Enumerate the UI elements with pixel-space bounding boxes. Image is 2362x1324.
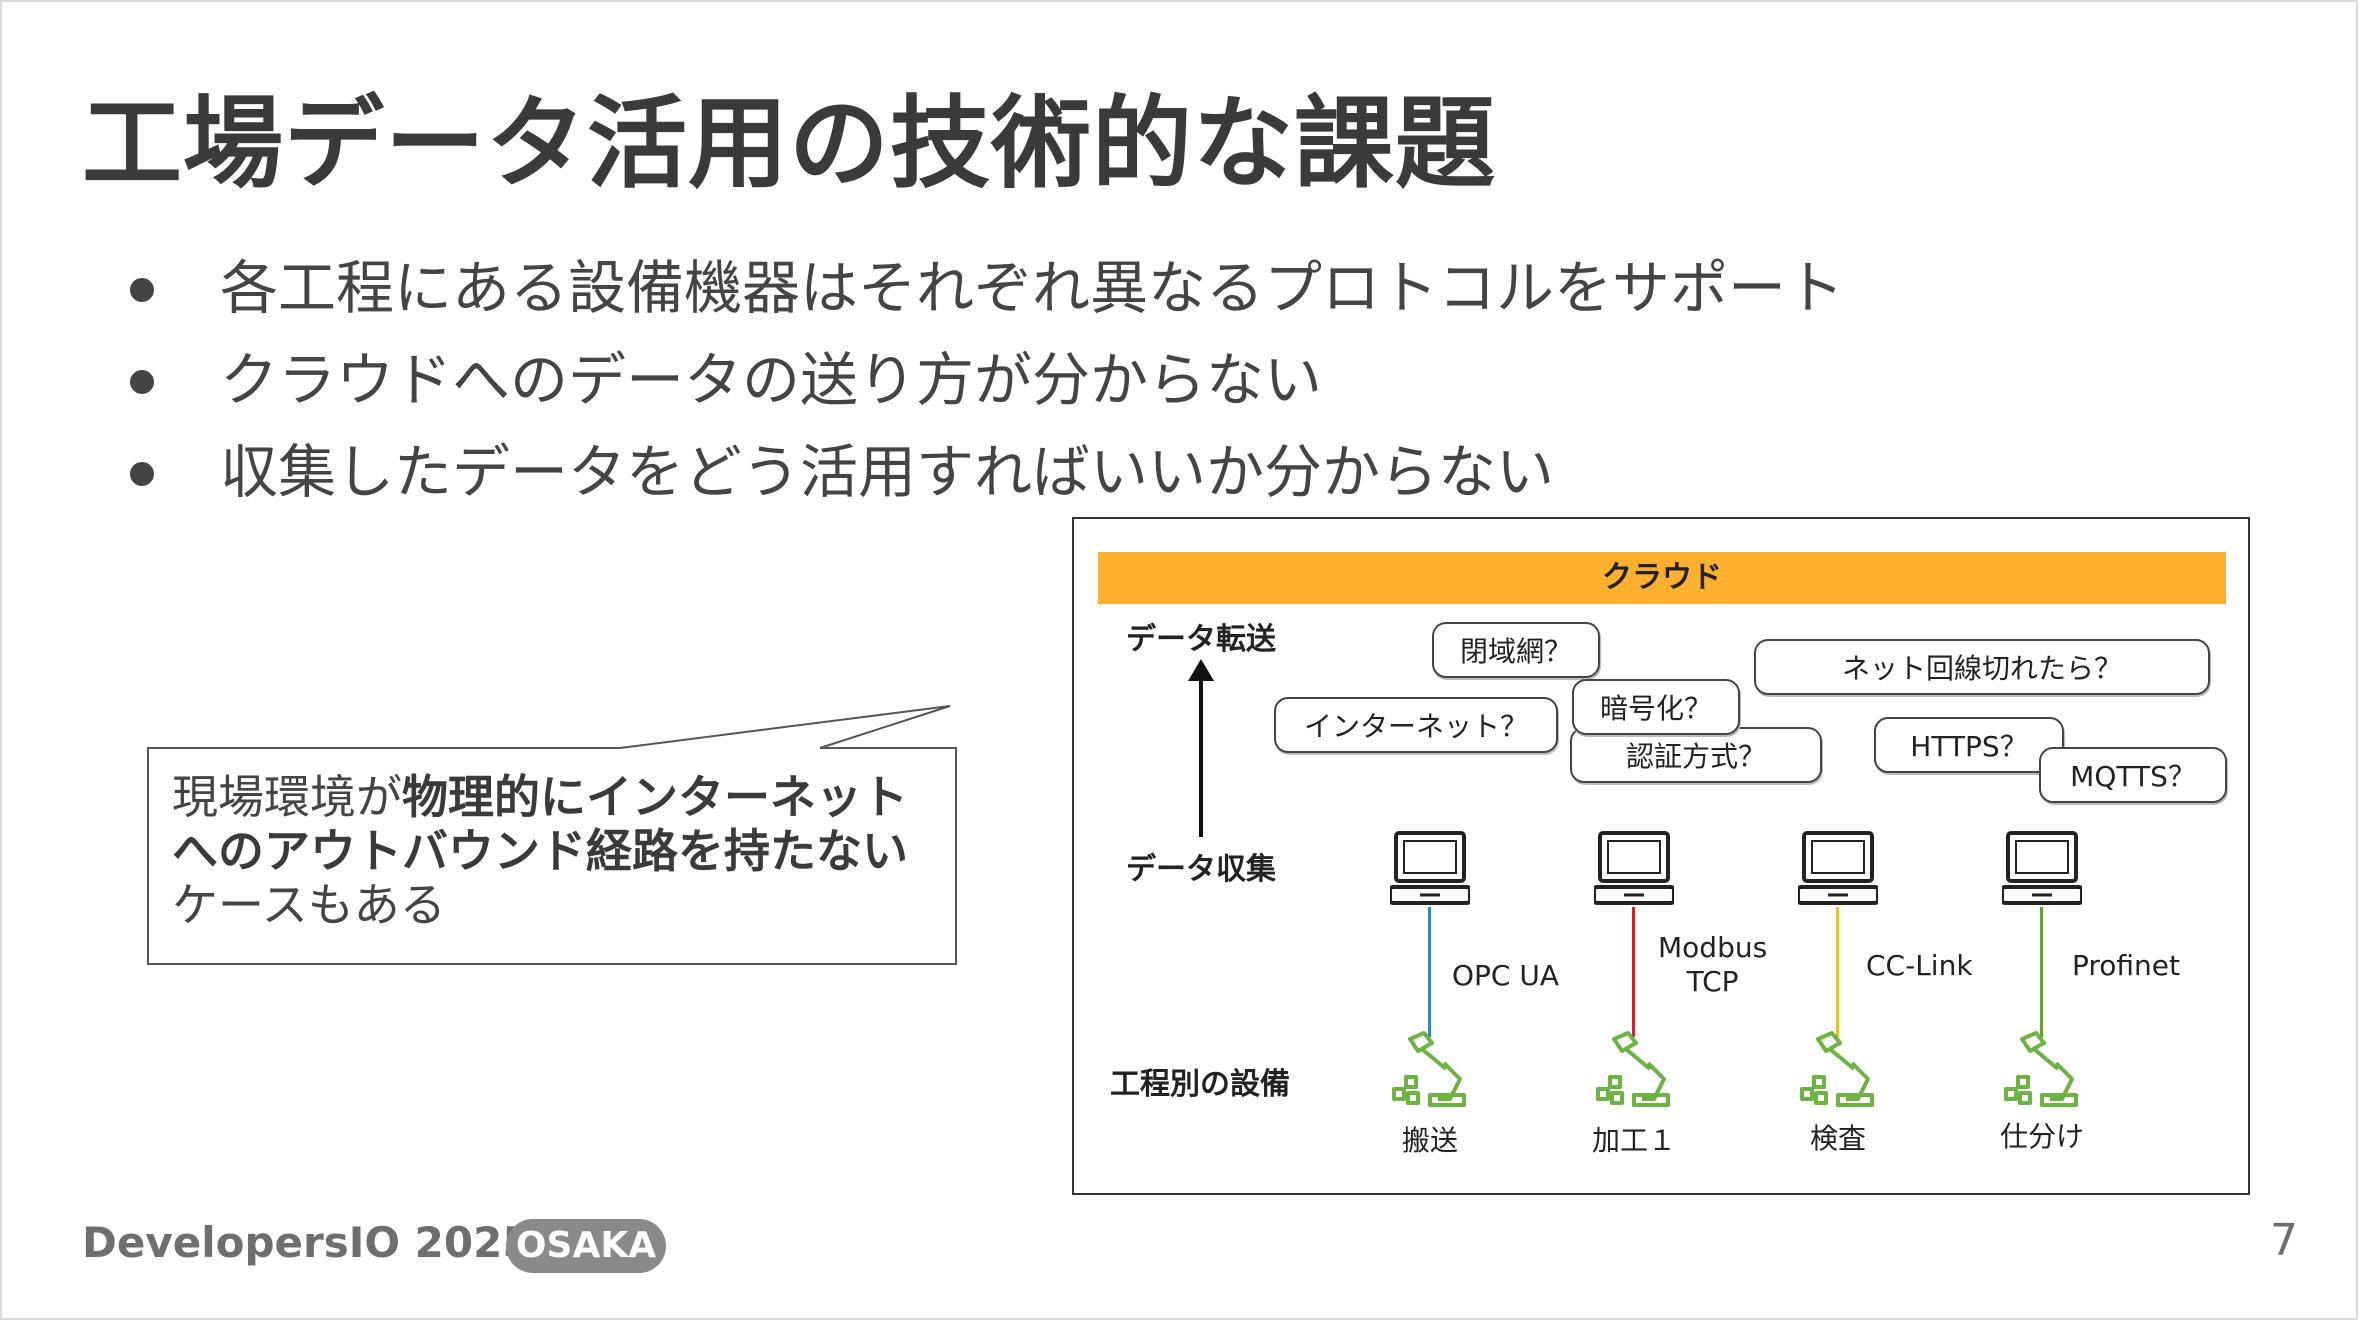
robot-arm-icon (1596, 1031, 1670, 1107)
robot-arm-icon (1392, 1031, 1466, 1107)
row-label-collect: データ収集 (1126, 852, 1276, 887)
robot-arm-icon (1800, 1031, 1874, 1107)
protocol-line (1836, 907, 1839, 1037)
bullet-dot-icon (130, 370, 154, 394)
footer-brand: DevelopersIO 2025 (82, 1218, 532, 1267)
bullet-item: 収集したデータをどう活用すればいいか分からない (120, 426, 1844, 518)
callout-text: 現場環境が物理的にインターネットへのアウトバウンド経路を持たないケースもある (172, 770, 952, 932)
computer-icon (2002, 831, 2082, 905)
equipment-label: 検査 (1809, 1122, 1866, 1155)
question-pill: インターネット？ (1274, 697, 1558, 753)
bullet-text: クラウドへのデータの送り方が分からない (220, 346, 1323, 414)
bullet-item: クラウドへのデータの送り方が分からない (120, 334, 1844, 426)
question-pill: MQTTS？ (2039, 747, 2227, 803)
bullet-dot-icon (130, 462, 154, 486)
cloud-bar: クラウド (1098, 552, 2226, 604)
equipment-label: 搬送 (1401, 1124, 1458, 1157)
protocol-label-line2: TCP (1686, 965, 1739, 998)
bullet-list: 各工程にある設備機器はそれぞれ異なるプロトコルをサポート クラウドへのデータの送… (120, 242, 1844, 518)
callout-text-bold: 物理的にインターネットへのアウトバウンド経路を持たない (172, 770, 908, 878)
row-label-transfer: データ転送 (1126, 622, 1276, 657)
up-arrow-icon (1188, 659, 1214, 837)
bullet-text: 収集したデータをどう活用すればいいか分からない (220, 438, 1555, 506)
protocol-label: OPC UA (1452, 959, 1560, 992)
protocol-label-line1: Modbus (1658, 931, 1768, 964)
callout-text-part2: ケースもある (172, 878, 446, 932)
callout-bubble (147, 705, 957, 965)
equipment-label: 仕分け (1999, 1120, 2084, 1153)
protocol-label: CC-Link (1866, 949, 1973, 982)
question-pill: 暗号化？ (1572, 679, 1740, 735)
protocol-line (1632, 907, 1635, 1037)
architecture-diagram: クラウド データ転送 データ収集 工程別の設備 閉域網？ ネット回線切れたら？ … (1072, 517, 2250, 1195)
bullet-dot-icon (130, 278, 154, 302)
computer-icon (1594, 831, 1674, 905)
equipment-label: 加工１ (1591, 1124, 1676, 1157)
row-label-equipment: 工程別の設備 (1110, 1067, 1290, 1102)
question-pill: HTTPS？ (1874, 717, 2064, 773)
bullet-item: 各工程にある設備機器はそれぞれ異なるプロトコルをサポート (120, 242, 1844, 334)
computer-icon (1798, 831, 1878, 905)
robot-arm-icon (2004, 1031, 2078, 1107)
callout-text-part1: 現場環境が (172, 770, 402, 824)
slide-title: 工場データ活用の技術的な課題 (82, 85, 1496, 202)
protocol-line (1428, 907, 1431, 1037)
question-pill: 閉域網？ (1432, 622, 1600, 678)
protocol-label: Profinet (2072, 949, 2181, 982)
bullet-text: 各工程にある設備機器はそれぞれ異なるプロトコルをサポート (220, 254, 1845, 322)
computer-icon (1390, 831, 1470, 905)
question-pill: 認証方式？ (1570, 727, 1822, 783)
osaka-badge: OSAKA (506, 1219, 666, 1273)
page-number: 7 (2270, 1215, 2298, 1266)
question-pill: ネット回線切れたら？ (1754, 639, 2210, 695)
protocol-line (2040, 907, 2043, 1037)
